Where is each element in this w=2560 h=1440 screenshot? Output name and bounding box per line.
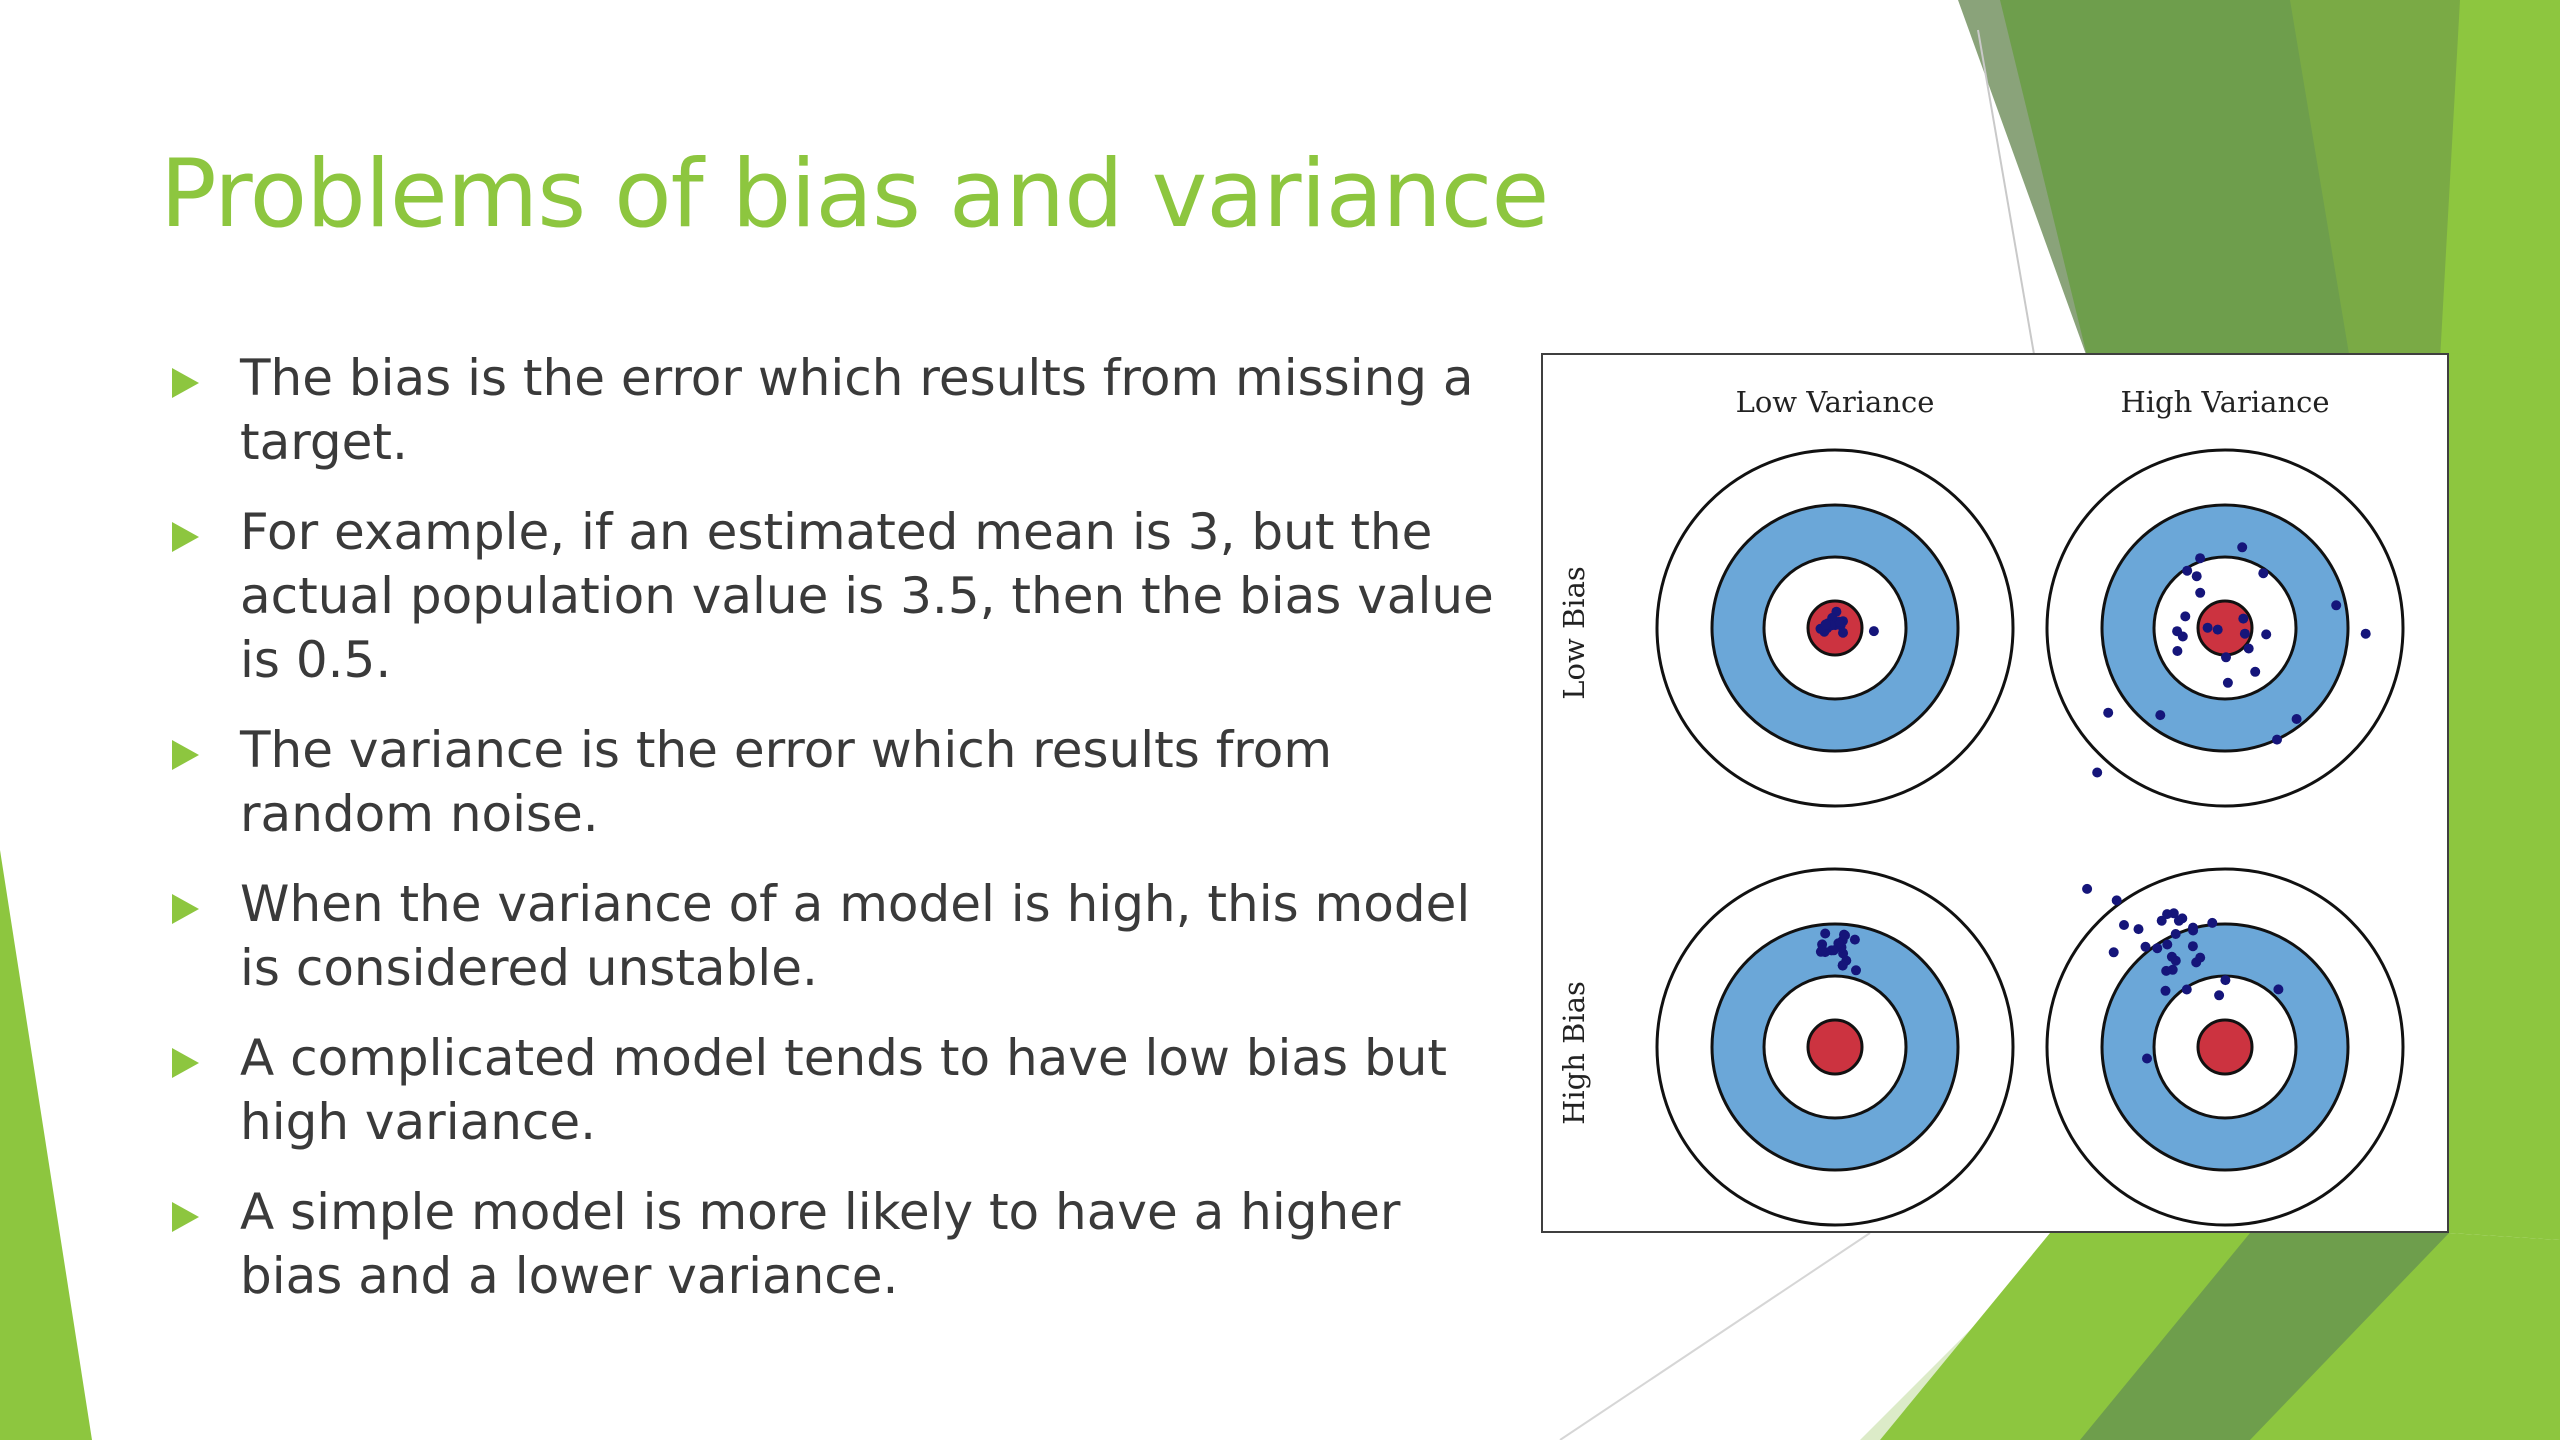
hit-dot bbox=[2187, 941, 2198, 952]
target-high-bias-low-variance-bullseye bbox=[1806, 1018, 1864, 1076]
hit-dot bbox=[2177, 631, 2188, 642]
hit-dot bbox=[2133, 924, 2144, 935]
bullet-text: When the variance of a model is high, th… bbox=[240, 875, 1471, 997]
hit-dot bbox=[2195, 587, 2206, 598]
hit-dot bbox=[1851, 965, 1861, 976]
hit-dot bbox=[1868, 626, 1879, 637]
hit-dot bbox=[2155, 710, 2166, 721]
hit-dot bbox=[2212, 624, 2223, 635]
hit-dot bbox=[2177, 913, 2188, 924]
triangle-bullet-icon bbox=[172, 368, 199, 398]
hit-dot bbox=[1849, 934, 1860, 945]
bias-variance-target-figure: Low Variance High Variance Low Bias High… bbox=[1541, 353, 2449, 1233]
bullet-text: A simple model is more likely to have a … bbox=[240, 1183, 1401, 1305]
hit-dot bbox=[2221, 652, 2231, 663]
hit-dot bbox=[2202, 622, 2213, 633]
hit-dot bbox=[2207, 917, 2218, 928]
bullet-item: For example, if an estimated mean is 3, … bbox=[168, 500, 1498, 692]
hit-dot bbox=[2195, 952, 2206, 963]
hit-dot bbox=[1828, 945, 1839, 956]
hit-dot bbox=[2162, 939, 2173, 950]
column-label-high-variance: High Variance bbox=[2120, 385, 2330, 419]
slide-title: Problems of bias and variance bbox=[160, 140, 1549, 249]
bullet-item: A complicated model tends to have low bi… bbox=[168, 1026, 1498, 1154]
bullet-text: A complicated model tends to have low bi… bbox=[240, 1029, 1448, 1151]
decor-top-right-shard bbox=[2440, 0, 2560, 360]
hit-dot bbox=[2261, 629, 2272, 640]
hit-dot bbox=[2108, 947, 2119, 958]
decor-bottom-right-shard bbox=[2250, 1233, 2560, 1440]
hit-dot bbox=[2182, 565, 2193, 576]
hit-dot bbox=[2214, 990, 2225, 1001]
decor-hairline bbox=[1977, 29, 2036, 361]
hit-dot bbox=[1837, 960, 1848, 971]
hit-dot bbox=[2273, 984, 2284, 995]
hit-dot bbox=[2092, 767, 2103, 778]
target-high-bias-high-variance-bullseye bbox=[2196, 1018, 2254, 1076]
decor-hairline bbox=[1559, 1232, 1871, 1440]
bullet-text: The variance is the error which results … bbox=[240, 721, 1333, 843]
hit-dot bbox=[2220, 975, 2231, 986]
hit-dot bbox=[2250, 666, 2261, 677]
decor-top-dark-shard bbox=[2000, 0, 2350, 360]
triangle-bullet-icon bbox=[172, 740, 199, 770]
bullet-list: The bias is the error which results from… bbox=[168, 346, 1498, 1334]
hit-dot bbox=[2103, 707, 2114, 718]
targets-grid bbox=[1655, 448, 2405, 1227]
decor-right-edge bbox=[2449, 353, 2560, 1240]
hit-dot bbox=[2222, 677, 2233, 688]
hit-dot bbox=[2195, 553, 2206, 564]
triangle-bullet-icon bbox=[172, 894, 199, 924]
hit-dot bbox=[1817, 945, 1828, 955]
hit-dot bbox=[2111, 895, 2122, 906]
hit-dot bbox=[2156, 915, 2167, 926]
hit-dot bbox=[2170, 929, 2181, 939]
bullet-item: A simple model is more likely to have a … bbox=[168, 1180, 1498, 1308]
triangle-bullet-icon bbox=[172, 522, 199, 552]
hit-dot bbox=[2172, 646, 2183, 656]
bullet-item: When the variance of a model is high, th… bbox=[168, 872, 1498, 1000]
hit-dot bbox=[2237, 542, 2248, 553]
hit-dot bbox=[2181, 984, 2192, 995]
bullet-item: The bias is the error which results from… bbox=[168, 346, 1498, 474]
hit-dot bbox=[2140, 941, 2151, 952]
hit-dot bbox=[2166, 951, 2177, 962]
hit-dot bbox=[2152, 943, 2163, 954]
hit-dot bbox=[1838, 627, 1848, 638]
hit-dot bbox=[2258, 568, 2269, 579]
hit-dot bbox=[2188, 922, 2198, 933]
hit-dot bbox=[2142, 1053, 2152, 1064]
bullet-item: The variance is the error which results … bbox=[168, 718, 1498, 846]
hit-dot bbox=[2243, 643, 2254, 654]
hit-dot bbox=[2238, 613, 2249, 624]
hit-dot bbox=[2360, 628, 2371, 639]
hit-dot bbox=[2239, 628, 2250, 639]
hit-dot bbox=[1840, 930, 1850, 941]
bullet-text: For example, if an estimated mean is 3, … bbox=[240, 503, 1494, 689]
hit-dot bbox=[1820, 928, 1831, 939]
hit-dot bbox=[2291, 714, 2302, 724]
hit-dot bbox=[2180, 611, 2191, 622]
hit-dot bbox=[2191, 571, 2202, 582]
hit-dot bbox=[2331, 600, 2342, 611]
hit-dot bbox=[2272, 734, 2282, 745]
hit-dot bbox=[2119, 920, 2129, 930]
hit-dot bbox=[1820, 619, 1831, 630]
decor-left-green-shard bbox=[0, 850, 92, 1440]
triangle-bullet-icon bbox=[172, 1202, 199, 1232]
hit-dot bbox=[2082, 883, 2093, 894]
triangle-bullet-icon bbox=[172, 1048, 199, 1078]
hit-dot bbox=[2161, 965, 2172, 976]
hit-dot bbox=[2160, 985, 2171, 996]
column-label-low-variance: Low Variance bbox=[1735, 385, 1935, 419]
bullet-text: The bias is the error which results from… bbox=[240, 349, 1474, 471]
hit-dot bbox=[2162, 909, 2173, 920]
